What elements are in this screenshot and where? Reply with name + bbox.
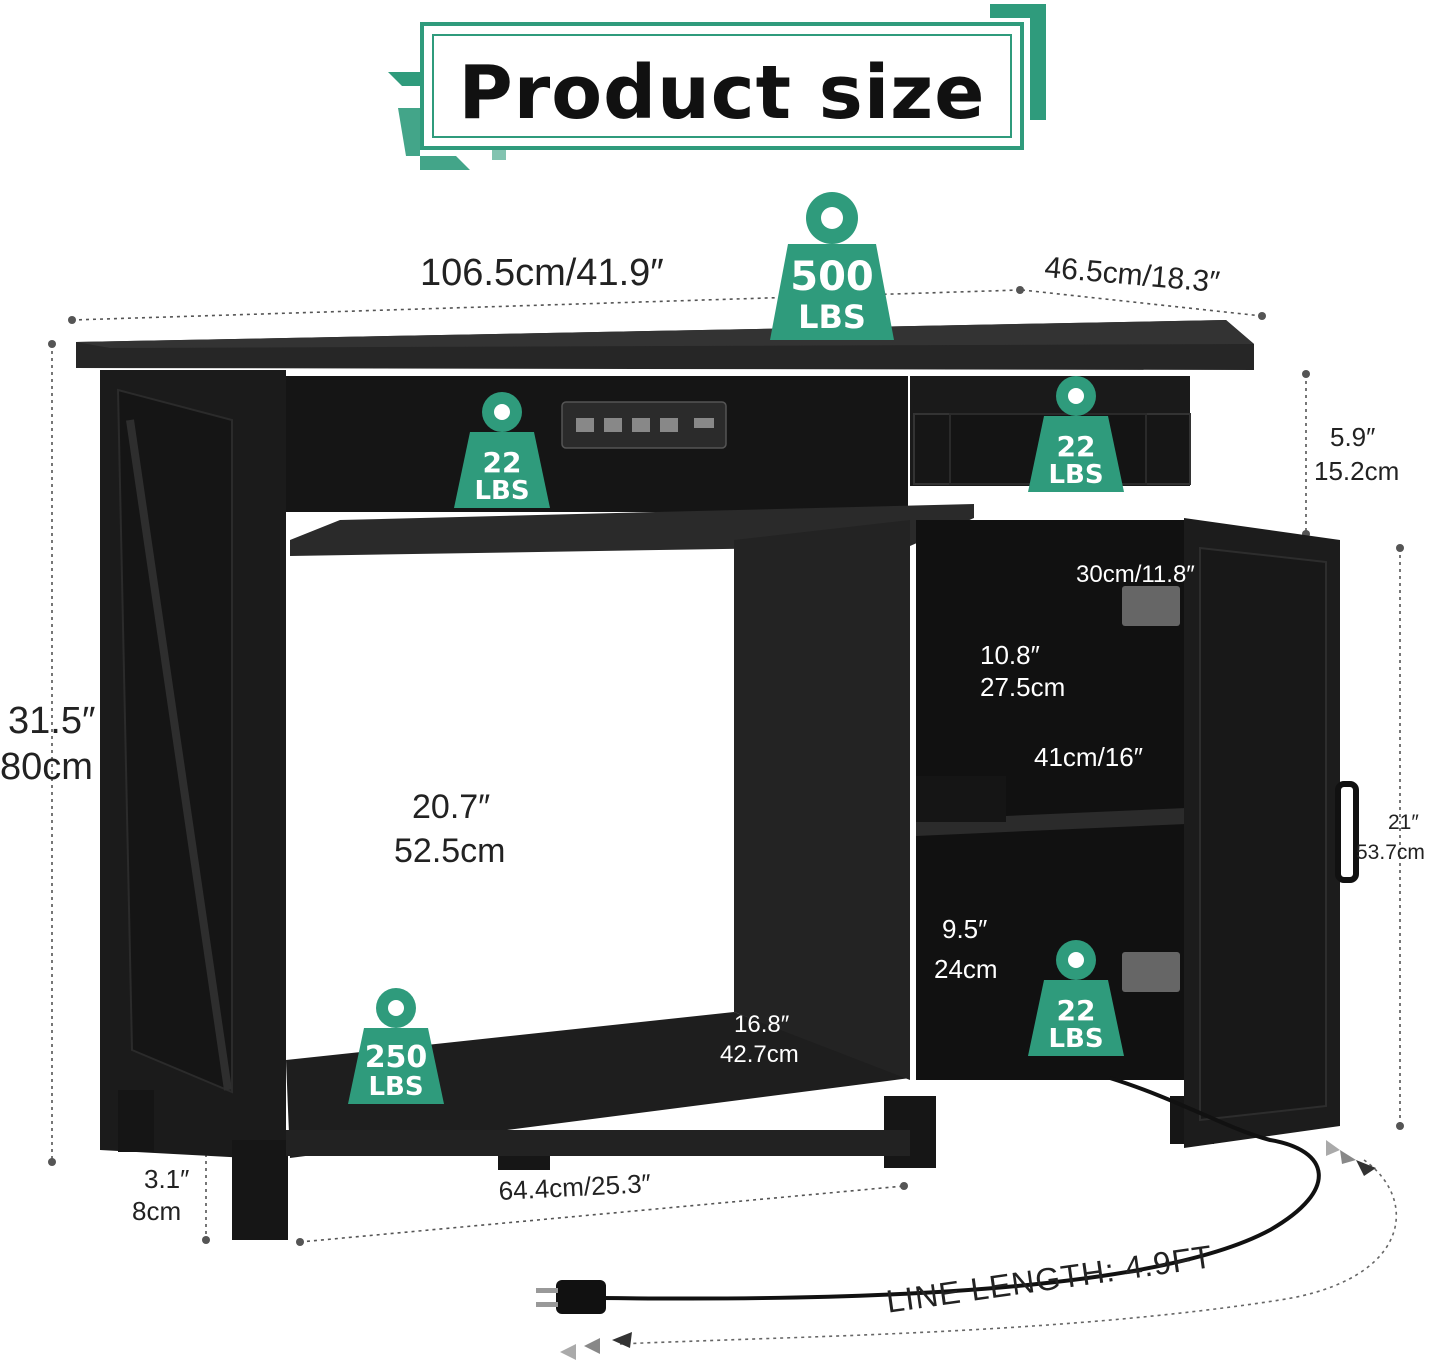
height-cm-label: 80cm bbox=[0, 746, 93, 788]
door-height-in-label: 21″ bbox=[1388, 811, 1419, 834]
cord-length-guide bbox=[619, 1159, 1398, 1345]
weight-bottom-shelf-unit: LBS bbox=[368, 1072, 424, 1102]
power-cord bbox=[599, 1076, 1321, 1301]
drawer-height-cm-label: 15.2cm bbox=[1314, 456, 1400, 486]
door-height-cm-label: 53.7cm bbox=[1356, 841, 1425, 864]
lower-shelf-cm-label: 24cm bbox=[934, 954, 998, 984]
opening-height-in-label: 20.7″ bbox=[412, 788, 491, 826]
door-handle bbox=[1335, 781, 1359, 883]
opening-height-cm-label: 52.5cm bbox=[394, 832, 506, 870]
height-in-label: 31.5″ bbox=[8, 700, 96, 742]
arrow-icon bbox=[560, 1140, 1376, 1360]
cabinet-width-label: 30cm/11.8″ bbox=[1076, 561, 1195, 588]
title-box: Product size bbox=[420, 22, 1024, 150]
weight-icon bbox=[348, 192, 1124, 1104]
shelf-depth-label: 41cm/16″ bbox=[1034, 742, 1143, 772]
weight-top-unit: LBS bbox=[798, 298, 866, 336]
weight-drawer-value: 22 bbox=[1056, 430, 1096, 463]
upper-shelf-cm-label: 27.5cm bbox=[980, 672, 1066, 702]
title-decor bbox=[388, 4, 1046, 170]
lower-shelf-in-label: 9.5″ bbox=[942, 914, 988, 944]
cabinet-body bbox=[76, 320, 1398, 1360]
power-plug-icon bbox=[536, 1280, 606, 1314]
title-frame bbox=[432, 34, 1012, 138]
upper-shelf-in-label: 10.8″ bbox=[980, 640, 1040, 670]
weight-cabinet-unit: LBS bbox=[1048, 1024, 1104, 1054]
width-label: 106.5cm/41.9″ bbox=[420, 252, 664, 294]
outlet-sockets bbox=[576, 418, 714, 432]
leg-height-cm-label: 8cm bbox=[132, 1196, 182, 1226]
page-title: Product size bbox=[458, 50, 986, 136]
bottom-depth-cm-label: 42.7cm bbox=[720, 1041, 799, 1068]
drawer-height-in-label: 5.9″ bbox=[1330, 422, 1376, 452]
dimension-dots bbox=[48, 286, 1404, 1246]
weight-bottom-shelf-value: 250 bbox=[364, 1040, 428, 1075]
weight-cabinet-value: 22 bbox=[1056, 994, 1096, 1027]
leg-height-in-label: 3.1″ bbox=[144, 1164, 190, 1194]
weight-top-value: 500 bbox=[790, 254, 874, 300]
weight-open-shelf-unit: LBS bbox=[474, 476, 530, 506]
weight-drawer-unit: LBS bbox=[1048, 460, 1104, 490]
weight-open-shelf-value: 22 bbox=[482, 446, 522, 479]
bottom-depth-in-label: 16.8″ bbox=[734, 1011, 790, 1038]
